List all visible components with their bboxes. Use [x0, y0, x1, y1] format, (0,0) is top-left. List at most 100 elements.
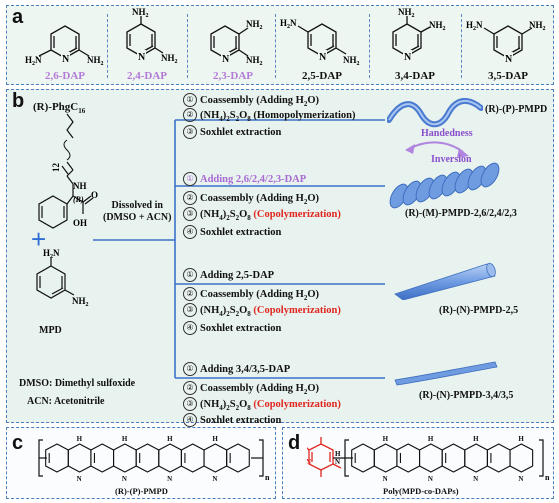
svg-text:NH2: NH2	[132, 7, 149, 19]
ladder-heteroatom: N	[473, 475, 478, 483]
svg-text:N: N	[404, 52, 412, 63]
separator	[187, 14, 188, 78]
svg-text:NH2: NH2	[87, 55, 104, 67]
ladder-heteroatom: N	[122, 475, 127, 483]
product-branch3: (R)-(N)-PMPD-2,5	[439, 305, 519, 316]
ladder-ring	[158, 443, 182, 473]
mpd-label: MPD	[39, 325, 62, 336]
svg-text:N: N	[307, 458, 311, 466]
dap-3-5: N H2N NH2 3,5-DAP	[465, 6, 551, 82]
ladder-ring	[113, 443, 137, 473]
dap-2-4: N NH2 NH2 2,4-DAP	[111, 6, 183, 82]
dissolved-label: Dissolved in (DMSO + ACN)	[103, 200, 172, 223]
ladder-heteroatom: H	[473, 435, 479, 443]
dap-label-3-4: 3,4-DAP	[394, 70, 436, 82]
dap-label-2-4: 2,4-DAP	[126, 70, 168, 82]
ladder-heteroatom: N	[518, 475, 523, 483]
dap-2-5-structure: N H2N NH2	[280, 18, 360, 67]
branch1-step2: ②(NH4)2S2O8 (Homopolymerization)	[183, 108, 355, 123]
svg-text:NH2: NH2	[429, 20, 446, 32]
ladder-ring	[226, 443, 250, 473]
panel-c-letter: c	[12, 432, 24, 454]
svg-text:H2N: H2N	[280, 18, 297, 30]
dap-label-2-6: 2,6-DAP	[44, 70, 86, 82]
svg-text:NH2: NH2	[246, 55, 263, 67]
reagent-title: (R)-PhgC16	[33, 101, 86, 116]
svg-text:(R): (R)	[73, 195, 84, 204]
svg-text:n: n	[545, 473, 550, 482]
ladder-heteroatom: N	[428, 475, 433, 483]
ladder-heteroatom: H	[167, 435, 173, 443]
panel-a-letter: a	[12, 6, 24, 28]
ladder-heteroatom: H	[212, 435, 218, 443]
helix-m-coil	[389, 162, 500, 209]
product-branch2: (R)-(M)-PMPD-2,6/2,4/2,3	[405, 208, 517, 219]
ladder-ring	[203, 443, 228, 473]
ladder-heteroatom: H	[122, 435, 128, 443]
dap-3-5-structure: N H2N NH2	[466, 20, 546, 65]
flow-lines	[93, 119, 469, 379]
panel-d-caption: Poly(MPD-co-DAPs)	[383, 486, 459, 496]
svg-text:N: N	[319, 52, 327, 63]
dap-label-3-5: 3,5-DAP	[487, 70, 529, 82]
dap-3-4-structure: N NH2 NH2	[392, 7, 446, 63]
ladder-heteroatom: H	[518, 435, 524, 443]
plus-sign: +	[31, 224, 47, 254]
panel-c-caption: (R)-(P)-PMPD	[115, 486, 168, 496]
dap-2-6: N H2N NH2 2,6-DAP	[25, 6, 105, 82]
dmso-definition: DMSO: Dimethyl sulfoxide	[19, 378, 136, 389]
svg-text:N: N	[335, 458, 340, 466]
svg-text:H2N: H2N	[25, 55, 42, 67]
acn-definition: ACN: Acetonitrile	[27, 396, 105, 407]
svg-text:H: H	[335, 450, 341, 458]
ladder-heteroatom: N	[167, 475, 172, 483]
svg-text:NH2: NH2	[161, 53, 178, 65]
branch3-step3: ③(NH4)2S2O8 (Copolymerization)	[183, 303, 341, 318]
svg-text:NH: NH	[73, 181, 87, 191]
ladder-heteroatom: N	[212, 475, 217, 483]
product-branch4: (R)-(N)-PMPD-3,4/3,5	[419, 390, 514, 401]
svg-text:H2N: H2N	[43, 248, 60, 260]
ladder-ring	[373, 443, 398, 473]
mpd-structure: H2N NH2	[36, 248, 89, 308]
dap-label-2-5: 2,5-DAP	[301, 70, 343, 82]
branch4-step3: ③(NH4)2S2O8 (Copolymerization)	[183, 397, 341, 412]
svg-text:OH: OH	[73, 218, 87, 228]
svg-text:NH2: NH2	[246, 19, 263, 31]
panel-b-letter: b	[12, 90, 25, 112]
reagent-structure: 12 NH (R) OH O	[38, 113, 98, 229]
dap-2-6-structure: N H2N NH2	[25, 25, 104, 67]
svg-text:n: n	[265, 473, 270, 482]
svg-text:N: N	[222, 54, 230, 65]
product-branch1: (R)-(P)-PMPD	[485, 104, 548, 115]
inversion-label: Inversion	[431, 154, 472, 165]
dap-3-4: N NH2 NH2 3,4-DAP	[373, 6, 457, 82]
svg-text:NH2: NH2	[529, 20, 546, 32]
helix-coil-segment	[480, 162, 500, 188]
panel-b: b (R)-PhgC16 12 NH (R) OH O +	[6, 89, 554, 427]
panel-a: a N H2N NH2 2,6-DAP	[6, 5, 554, 85]
ladder-heteroatom: H	[428, 435, 434, 443]
svg-text:N: N	[62, 54, 70, 65]
dap-label-2-3: 2,3-DAP	[212, 70, 254, 82]
ladder-heteroatom: H	[383, 435, 389, 443]
dap-2-3: N NH2 NH2 2,3-DAP	[193, 6, 273, 82]
svg-text:N: N	[505, 54, 513, 65]
dap-2-4-structure: N NH2 NH2	[126, 7, 178, 65]
ladder-ring	[464, 443, 488, 473]
svg-text:12: 12	[51, 163, 61, 173]
